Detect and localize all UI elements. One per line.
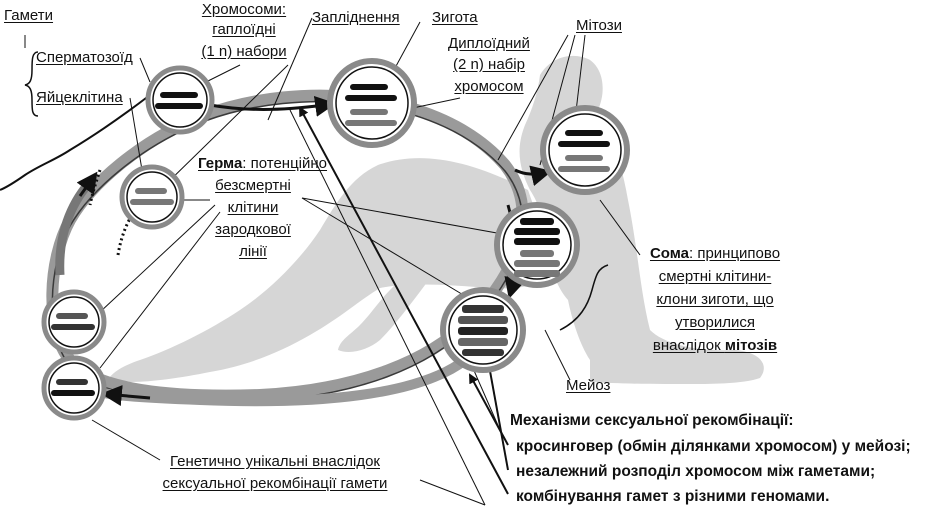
cell-meiosis-2	[440, 287, 526, 373]
soma-brace	[559, 264, 609, 331]
label-soma-1: Сома: принципово	[640, 244, 790, 263]
label-spermatozoid: Сперматозоїд	[36, 49, 133, 66]
label-gametes: Гамети	[4, 7, 54, 24]
sperm-tail	[0, 94, 151, 191]
mechanism-crossing-over: кросинговер (обмін ділянками хромосом) у…	[516, 438, 911, 455]
soma-line-1: : принципово	[689, 245, 781, 262]
label-germ-2: безсмертні	[215, 177, 291, 194]
cell-egg	[119, 164, 185, 230]
germ-title: Герма	[198, 155, 243, 172]
mechanism-independent-assortment: незалежний розподіл хромосом між гаметам…	[516, 463, 876, 480]
label-soma-3: клони зиготи, що	[656, 291, 774, 308]
soma-title: Сома	[649, 245, 689, 262]
cell-spermatozoid	[145, 65, 215, 135]
label-germ-5: лінії	[239, 243, 267, 260]
cell-zygote	[327, 58, 417, 148]
label-unique-2: сексуальної рекомбінації гамети	[162, 475, 388, 492]
gamete-bracket	[24, 51, 39, 117]
label-soma-5: внаслідок мітозів	[640, 336, 790, 355]
label-germ-3: клітини	[227, 199, 279, 216]
label-egg-cell: Яйцеклітина	[36, 89, 123, 106]
mitosis-arrow	[514, 165, 553, 187]
label-meiosis: Мейоз	[566, 377, 611, 394]
soma-line-5a: внаслідок	[652, 337, 725, 354]
label-soma-2: смертні клітини-	[658, 268, 772, 285]
label-unique-1: Генетично унікальні внаслідок	[170, 453, 380, 470]
label-diploid-2: (2 n) набір	[453, 56, 525, 73]
leader-lines	[24, 17, 641, 506]
label-fertilization: Запліднення	[312, 9, 400, 26]
germ-line-1: : потенційно	[242, 155, 328, 172]
mechanism-arrows	[299, 106, 509, 495]
label-haploid-1: Хромосоми:	[201, 1, 287, 18]
label-haploid-2: гаплоїдні	[212, 21, 276, 38]
inner-loop-arrow	[100, 385, 151, 406]
mechanism-gamete-combination: комбінування гамет з різними геномами.	[516, 488, 830, 505]
label-soma-4: утворилися	[675, 314, 755, 331]
cell-gamete-unique-1	[41, 289, 107, 355]
label-germ-1: Герма: потенційно	[198, 154, 327, 173]
fertilization-arrow	[209, 95, 337, 117]
label-zygote: Зигота	[432, 9, 478, 26]
soma-line-5b: мітозів	[724, 337, 778, 354]
label-diploid-1: Диплоїдний	[448, 35, 530, 52]
label-mitoses: Мітози	[576, 17, 622, 34]
cell-gamete-unique-2	[41, 355, 107, 421]
cell-meiosis-1	[494, 202, 580, 288]
label-germ-4: зародкової	[215, 221, 291, 238]
left-up-arrow	[55, 185, 89, 276]
mechanisms-title: Механізми сексуальної рекомбінації:	[510, 412, 794, 429]
label-haploid-3: (1 n) набори	[201, 43, 287, 60]
label-diploid-3: хромосом	[454, 78, 524, 95]
left-up-arrowhead	[76, 171, 98, 197]
cell-soma	[540, 105, 630, 195]
